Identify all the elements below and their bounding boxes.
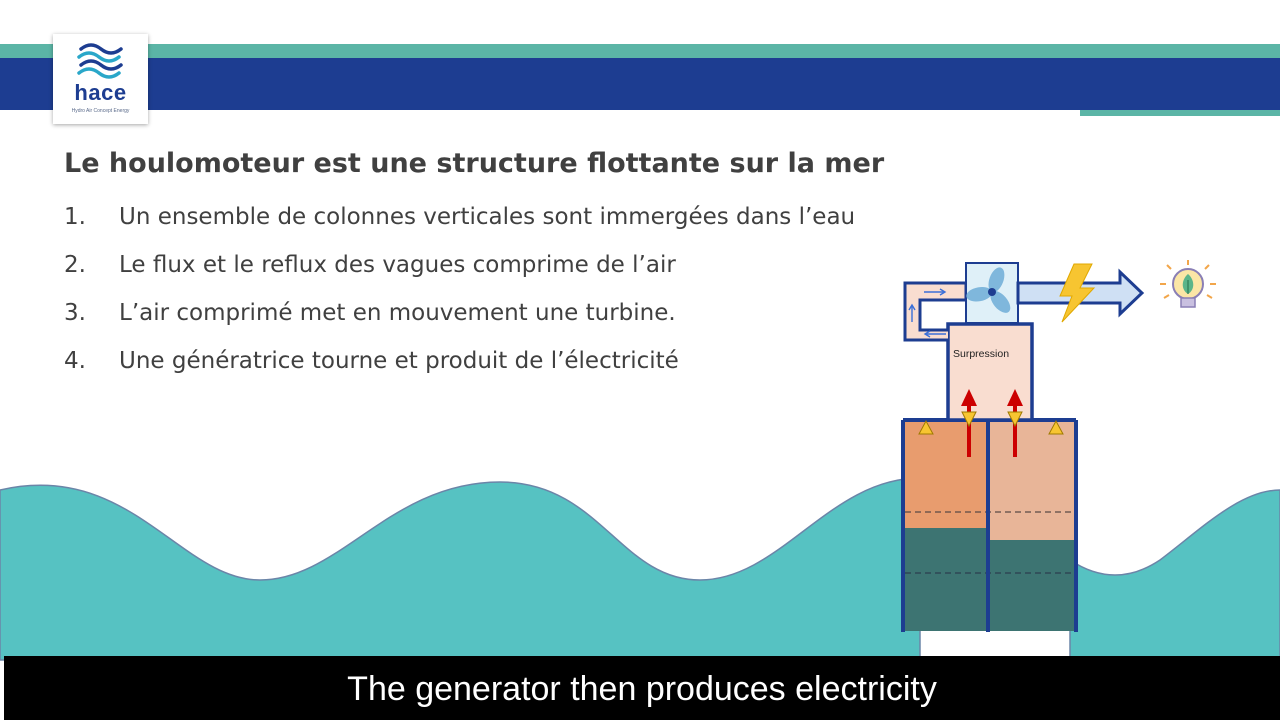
header-stripe-navy — [0, 58, 1280, 110]
valve-icon — [1048, 419, 1064, 435]
lightbulb-icon — [1160, 260, 1216, 308]
brand-name: hace — [74, 80, 127, 105]
list-item-number: 1. — [64, 204, 86, 230]
list-item-text: Le flux et le reflux des vagues comprime… — [119, 252, 676, 278]
duct-flow-arrow — [908, 303, 916, 311]
brand-logo: hace Hydro Air Concept Energy — [53, 34, 148, 124]
duct-flow-arrow — [923, 330, 931, 338]
valve-icon — [961, 411, 977, 428]
subtitle-text: The generator then produces electricity — [347, 670, 937, 708]
valve-icon — [1007, 411, 1023, 428]
list-item-text: L’air comprimé met en mouvement une turb… — [119, 300, 676, 326]
valve-icon — [918, 419, 934, 435]
duct-flow-arrow — [939, 288, 947, 296]
slide-title: Le houlomoteur est une structure flottan… — [64, 148, 885, 179]
right-column-water — [990, 540, 1074, 631]
chamber-label: Surpression — [953, 348, 1009, 360]
fan-turbine-icon — [966, 267, 1011, 313]
header-stripe-accent — [1080, 110, 1280, 116]
list-item-number: 4. — [64, 348, 86, 374]
subtitle-bar: The generator then produces electricity — [4, 656, 1280, 720]
wave-logo-icon — [77, 43, 123, 79]
header-stripe-teal — [0, 44, 1280, 58]
list-item-text: Une génératrice tourne et produit de l’é… — [119, 348, 679, 374]
lightning-bolt-icon — [1059, 263, 1096, 323]
list-item-text: Un ensemble de colonnes verticales sont … — [119, 204, 856, 230]
right-column-air — [990, 422, 1074, 540]
sea-waves-right — [1069, 489, 1280, 661]
sea-waves — [0, 477, 921, 661]
left-column-water — [905, 528, 987, 631]
left-column-air — [905, 422, 987, 528]
list-item-number: 2. — [64, 252, 86, 278]
list-item-number: 3. — [64, 300, 86, 326]
brand-tagline: Hydro Air Concept Energy — [71, 108, 130, 114]
